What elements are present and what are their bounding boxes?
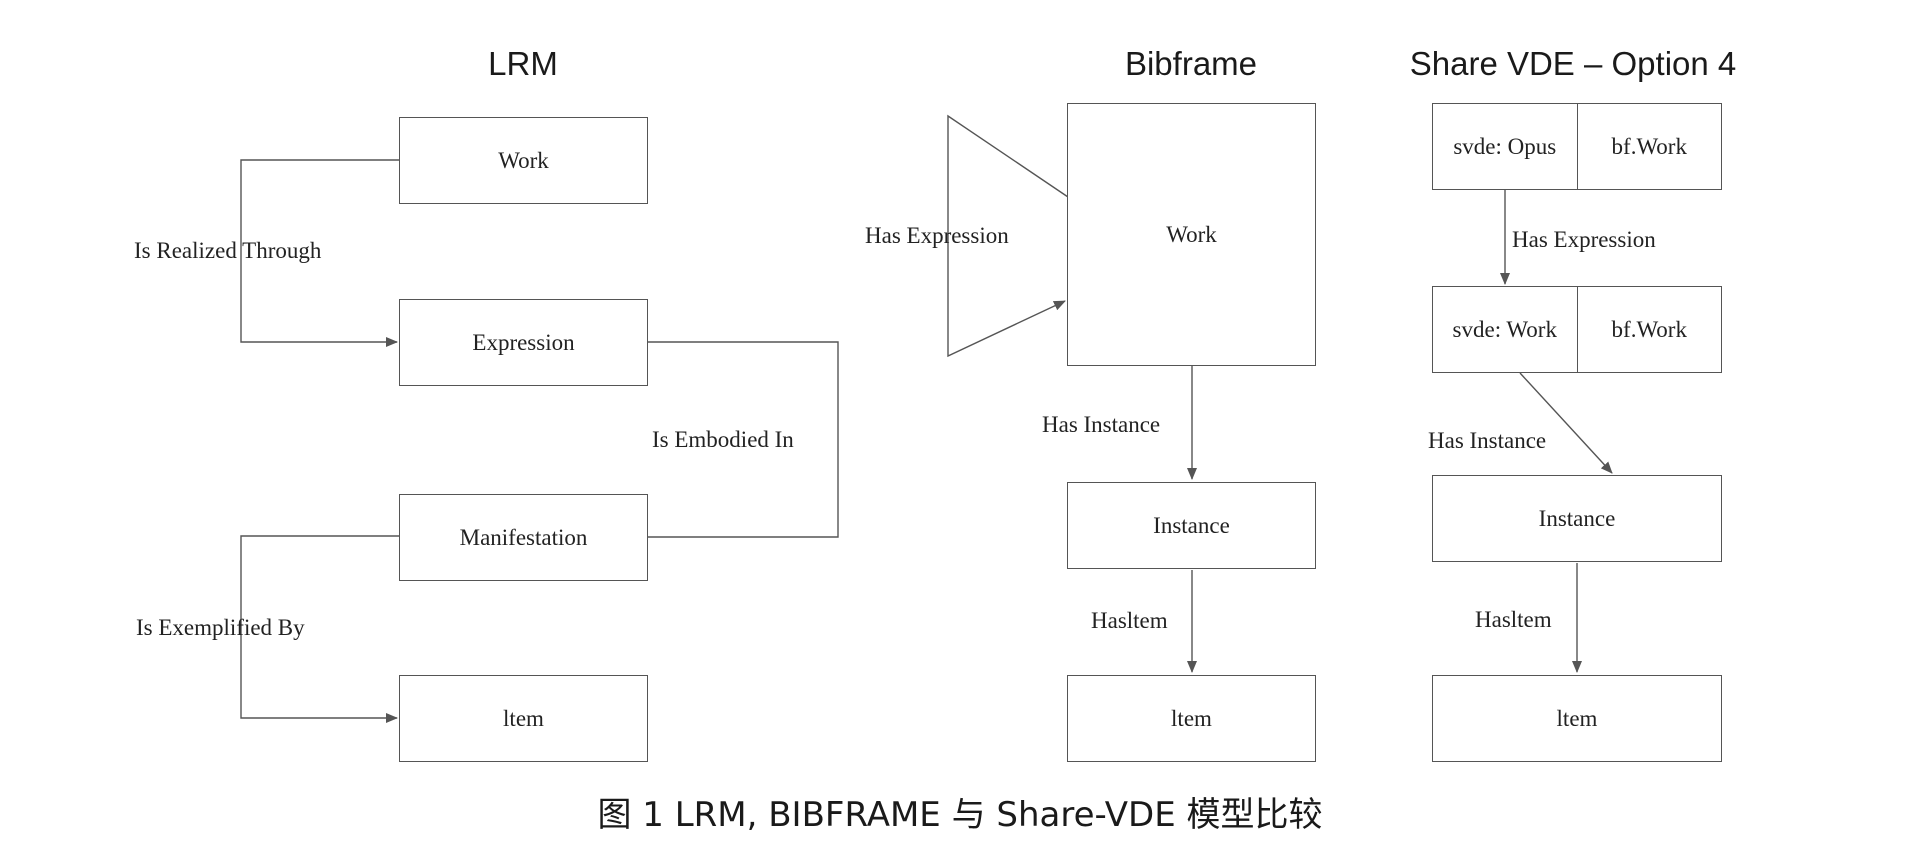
bibframe-has-expression-label: Has Expression	[865, 223, 1009, 248]
lrm-title: LRM	[488, 45, 558, 82]
sharevde-opus-bf-cell: bf.Work	[1576, 104, 1722, 189]
lrm-expression-box: Expression	[399, 299, 648, 386]
lrm-exemplified-by-connector	[240, 535, 402, 723]
sharevde-title: Share VDE – Option 4	[1409, 45, 1737, 82]
bibframe-has-item-label: Hasltem	[1091, 608, 1168, 633]
sharevde-work-svde-cell: svde: Work	[1452, 316, 1557, 342]
bibframe-item-box: ltem	[1067, 675, 1316, 762]
lrm-realized-through-connector	[240, 159, 402, 347]
figure-caption: 图 1 LRM, BIBFRAME 与 Share-VDE 模型比较	[597, 795, 1323, 835]
bibframe-instance-box: Instance	[1067, 482, 1316, 569]
lrm-item-box: ltem	[399, 675, 648, 762]
bibframe-work-box: Work	[1067, 103, 1316, 366]
sharevde-work-bf-cell: bf.Work	[1576, 287, 1722, 372]
sharevde-has-instance-label: Has Instance	[1428, 428, 1547, 453]
sharevde-opus-box: svde: Opus bf.Work	[1432, 103, 1722, 190]
sharevde-work-box: svde: Work bf.Work	[1432, 286, 1722, 373]
lrm-realized-through-label: Is Realized Through	[134, 238, 322, 263]
bibframe-title: Bibframe	[1124, 45, 1258, 82]
lrm-embodied-in-connector	[648, 341, 839, 538]
lrm-embodied-in-label: Is Embodied In	[652, 427, 794, 452]
lrm-work-box: Work	[399, 117, 648, 204]
sharevde-opus-svde-cell: svde: Opus	[1453, 133, 1557, 159]
bibframe-has-instance-label: Has Instance	[1042, 412, 1161, 437]
bibframe-has-expression-connector	[947, 114, 1069, 358]
sharevde-has-expression-label: Has Expression	[1512, 227, 1656, 252]
sharevde-has-item-label: Hasltem	[1475, 607, 1552, 632]
sharevde-has-instance-arrow	[1519, 372, 1613, 474]
sharevde-item-box: ltem	[1432, 675, 1722, 762]
lrm-exemplified-by-label: Is Exemplified By	[136, 615, 305, 640]
sharevde-instance-box: Instance	[1432, 475, 1722, 562]
lrm-manifestation-box: Manifestation	[399, 494, 648, 581]
